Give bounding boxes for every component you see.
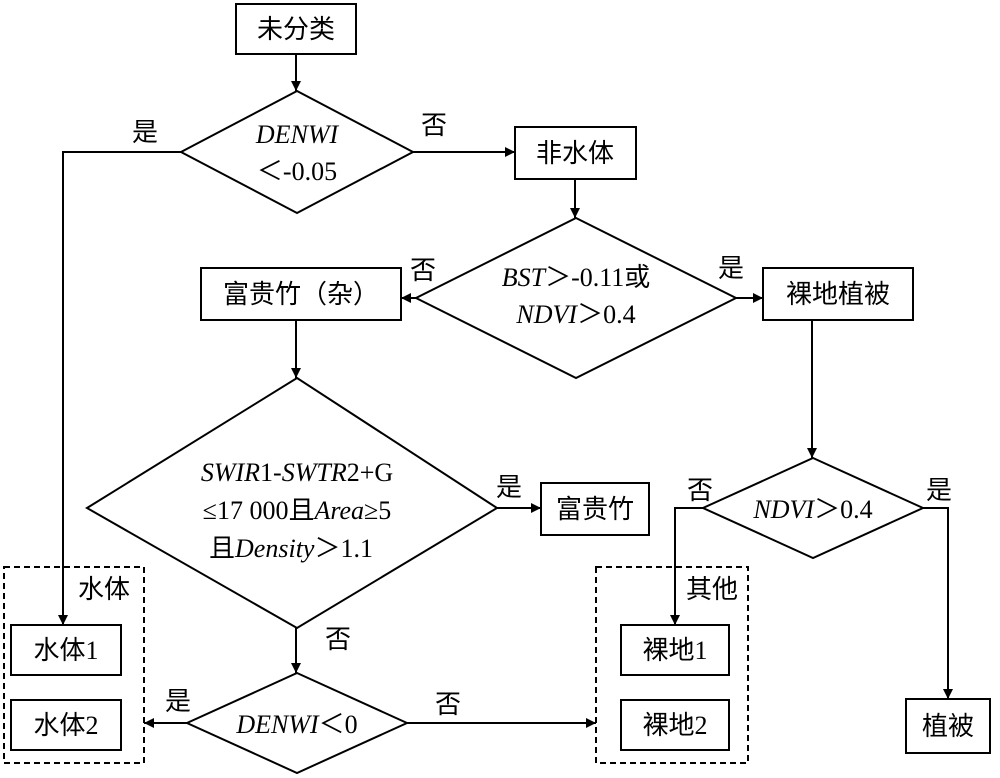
edge-d4-yes	[923, 507, 953, 699]
d5-line1: DENWI＜0	[235, 710, 357, 739]
d3-l1-b: 1-	[260, 458, 282, 487]
d2-l2-var: NDVI	[515, 300, 578, 329]
d3-line3: 且Density＞1.1	[209, 534, 373, 563]
node-fuguizhu-label: 富贵竹	[556, 495, 634, 524]
node-bare-veg-label: 裸地植被	[786, 280, 890, 309]
d3-l3-c: ＞1.1	[314, 534, 373, 563]
decision-d5	[184, 671, 410, 775]
edge-d4-no	[670, 507, 703, 625]
d3-l1-c: SWTR	[282, 458, 347, 487]
edge-label-d1-no: 否	[421, 111, 447, 140]
edge-label-d1-yes: 是	[132, 118, 158, 147]
edge-label-d2-yes: 是	[718, 254, 744, 283]
d3-l3-a: 且	[209, 534, 235, 563]
d3-l1-a: SWIR	[201, 458, 260, 487]
d2-l1-rest: ＞-0.11或	[545, 263, 650, 292]
node-nonwater-label: 非水体	[536, 139, 614, 168]
node-water1-label: 水体1	[33, 636, 98, 665]
d1-line1: DENWI	[255, 120, 340, 149]
edge-d1-yes	[58, 151, 181, 625]
edge-label-d3-yes: 是	[496, 473, 522, 502]
edge-label-d2-no: 否	[410, 256, 436, 285]
node-fuguizhu-mixed-label: 富贵竹（杂）	[223, 280, 379, 309]
d4-line1: NDVI＞0.4	[752, 495, 872, 524]
node-water2-box	[10, 699, 122, 751]
group-other-label: 其他	[686, 575, 738, 604]
d3-l1-d: 2+G	[347, 458, 393, 487]
d3-l2-c: ≥5	[364, 496, 391, 525]
edge-label-d5-no: 否	[435, 690, 461, 719]
group-water-label: 水体	[78, 575, 130, 604]
d2-line1: BST＞-0.11或	[502, 263, 651, 292]
d2-l1-var: BST	[502, 263, 547, 292]
node-water1-box	[10, 624, 122, 676]
d3-line2: ≤17 000且Area≥5	[203, 496, 392, 525]
decision-d2	[413, 216, 739, 380]
d2-line2: NDVI＞0.4	[515, 300, 635, 329]
d3-l3-b: Density	[234, 534, 315, 563]
d4-var: NDVI	[752, 495, 815, 524]
d5-var: DENWI	[235, 710, 320, 739]
node-unclassified-label: 未分类	[257, 15, 335, 44]
d2-l2-rest: ＞0.4	[577, 300, 636, 329]
d3-l2-a: ≤17 000且	[203, 496, 315, 525]
d1-line2: ＜-0.05	[257, 157, 337, 186]
d5-rest: ＜0	[319, 710, 358, 739]
edge-label-d4-no: 否	[687, 476, 713, 505]
edge-label-d5-yes: 是	[165, 687, 191, 716]
edge-label-d4-yes: 是	[926, 476, 952, 505]
d4-rest: ＞0.4	[814, 495, 873, 524]
node-bare2-box	[620, 699, 730, 751]
node-bare-veg-box	[762, 267, 914, 321]
group-water-box	[3, 566, 145, 764]
node-vegetation-label: 植被	[922, 712, 974, 741]
d3-line1: SWIR1-SWTR2+G	[201, 458, 393, 487]
decision-d1	[178, 89, 416, 215]
node-bare2-label: 裸地2	[642, 711, 707, 740]
node-bare1-label: 裸地1	[642, 636, 707, 665]
d3-l2-b: Area	[312, 496, 364, 525]
decision-d4	[700, 456, 926, 560]
edge-label-d3-no: 否	[325, 625, 351, 654]
node-water2-label: 水体2	[33, 711, 98, 740]
group-other-box	[595, 566, 749, 764]
